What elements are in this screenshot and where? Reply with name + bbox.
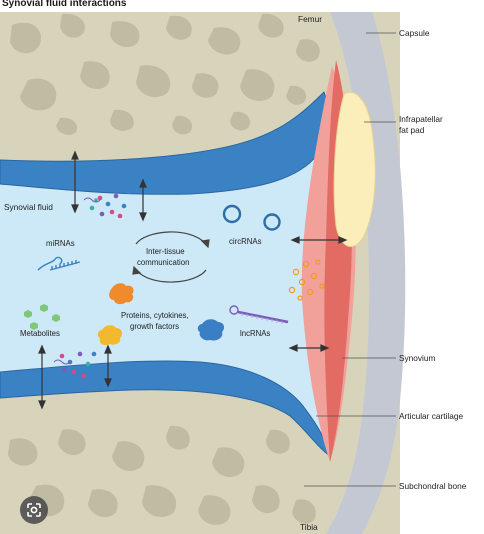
label-lncrnas: lncRNAs	[240, 329, 270, 338]
label-subchondral-bone: Subchondral bone	[399, 481, 467, 491]
label-proteins-line2: growth factors	[130, 322, 179, 331]
label-mirnas: miRNAs	[46, 239, 75, 248]
google-lens-icon	[27, 503, 41, 517]
label-synovial-fluid: Synovial fluid	[4, 202, 53, 212]
google-lens-button[interactable]	[20, 496, 48, 524]
protein-orange-icon	[109, 283, 134, 305]
figure-title: Synovial fluid interactions	[2, 0, 127, 9]
communication-arrows-icon	[132, 231, 210, 283]
synovium-vesicles	[288, 259, 325, 301]
label-capsule: Capsule	[399, 28, 430, 38]
label-proteins-line1: Proteins, cytokines,	[121, 311, 189, 320]
joint-capsule	[326, 12, 406, 534]
label-fat-pad-line1: Infrapatellar	[399, 114, 443, 124]
bone-spots	[8, 13, 320, 525]
label-synovium: Synovium	[399, 353, 436, 363]
infrapatellar-fat-pad	[333, 92, 376, 248]
protein-blue-icon	[197, 319, 225, 341]
label-metabolites: Metabolites	[20, 329, 60, 338]
protein-yellow-icon	[97, 325, 123, 346]
lncrna-icon	[229, 305, 289, 324]
vesicle-cluster-lower	[53, 351, 105, 379]
mirna-icon	[37, 256, 81, 271]
label-tibia: Tibia	[300, 522, 318, 532]
label-circrnas: circRNAs	[229, 237, 262, 246]
label-femur: Femur	[298, 14, 322, 24]
label-inter-tissue-line1: Inter-tissue	[146, 247, 185, 256]
label-fat-pad-line2: fat pad	[399, 125, 425, 135]
vesicle-cluster-upper	[83, 190, 133, 219]
label-inter-tissue-line2: communication	[137, 258, 189, 267]
label-articular-cartilage: Articular cartilage	[399, 411, 463, 421]
circrna-icon	[222, 204, 281, 231]
leader-lines	[304, 32, 396, 487]
synovial-joint-diagram: Femur Tibia Capsule Infrapatellar fat pa…	[0, 12, 467, 534]
exchange-arrows	[38, 150, 348, 410]
metabolite-icon	[24, 304, 60, 330]
